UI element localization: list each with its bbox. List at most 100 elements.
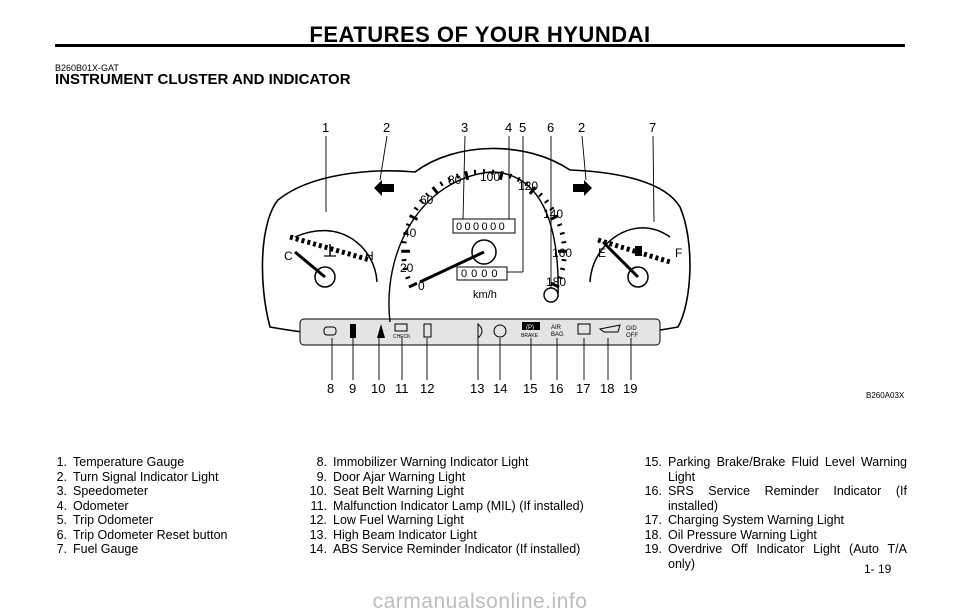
legend-item-text: Door Ajar Warning Light: [333, 469, 466, 484]
speed-label-160: 160: [552, 246, 572, 260]
section-title: INSTRUMENT CLUSTER AND INDICATOR: [55, 71, 351, 88]
speed-tick: [431, 186, 440, 195]
callout-12: 12: [420, 381, 434, 396]
speed-tick: [498, 170, 504, 181]
speed-label-20: 20: [400, 261, 414, 275]
legend-item-number: 11.: [310, 498, 327, 513]
callout-17: 17: [576, 381, 590, 396]
speed-label-40: 40: [403, 226, 417, 240]
legend-item-text: Speedometer: [73, 484, 149, 498]
legend-item: 3. Speedometer: [55, 484, 227, 499]
callout-3: 3: [461, 120, 468, 135]
legend-item-number: 3.: [56, 484, 67, 498]
legend-item: 19.Overdrive Off Indicator Light (Auto T…: [642, 542, 907, 571]
legend-item-text: Fuel Gauge: [73, 542, 139, 556]
parking-brake-icon: [522, 322, 540, 330]
legend-item: 18. Oil Pressure Warning Light: [642, 528, 907, 543]
legend-item: 16.SRS Service Reminder Indicator (If in…: [642, 484, 907, 513]
fuel-pump-icon: [635, 246, 642, 256]
od-label: O/D: [626, 326, 637, 332]
callout-9: 9: [349, 381, 356, 396]
legend-item-number: 15.: [644, 455, 662, 469]
instrument-cluster-figure: C H 0 20 40 60 80 100 120 140 160 180 00…: [261, 120, 691, 396]
legend-item-text: Oil Pressure Warning Light: [668, 527, 817, 542]
legend-item-number: 13.: [309, 527, 327, 542]
seat-belt-icon: [377, 324, 385, 338]
speed-tick: [528, 186, 537, 195]
legend-item-number: 5.: [56, 513, 67, 527]
speed-tick: [560, 267, 566, 271]
speed-tick: [418, 199, 424, 204]
speed-label-120: 120: [518, 179, 538, 193]
callout-2: 2: [383, 120, 390, 135]
legend-item-text: Odometer: [73, 498, 129, 513]
speed-tick: [455, 173, 460, 179]
bag-label: BAG: [551, 332, 564, 338]
callout-13: 13: [470, 381, 484, 396]
speed-label-100: 100: [480, 170, 500, 184]
odometer-value: 000000: [456, 221, 507, 233]
legend-item: 1.Temperature Gauge: [55, 455, 227, 470]
speed-tick: [561, 240, 567, 244]
callout-6: 6: [547, 120, 554, 135]
legend-item: 10.Seat Belt Warning Light: [303, 484, 584, 499]
speed-tick: [508, 173, 513, 179]
page-number: 1- 19: [864, 562, 892, 576]
legend-item: 6.Trip Odometer Reset button: [55, 527, 228, 543]
page-header-title: FEATURES OF YOUR HYUNDAI: [309, 22, 651, 47]
legend-item-text: Trip Odometer Reset button: [73, 527, 228, 542]
legend-item-number: 18.: [644, 527, 662, 542]
callout-14: 14: [493, 381, 507, 396]
legend-item-number: 7.: [56, 542, 67, 556]
legend-item: 5. Trip Odometer: [55, 513, 227, 528]
legend-item-number: 17.: [644, 513, 662, 527]
temp-hot-label: H: [365, 249, 374, 263]
legend-item-text: Immobilizer Warning Indicator Light: [333, 455, 529, 469]
speed-tick: [557, 223, 563, 227]
temp-cold-label: C: [284, 249, 293, 263]
legend-item-text: ABS Service Reminder Indicator (If insta…: [333, 542, 581, 556]
legend-item-text: Trip Odometer: [73, 513, 154, 527]
speed-tick: [439, 181, 444, 187]
legend-item: 2.Turn Signal Indicator Light: [55, 470, 227, 485]
legend-item-number: 19.: [644, 542, 662, 556]
legend-item: 9.Door Ajar Warning Light: [303, 470, 584, 485]
parking-brake-p-label: (P): [526, 325, 534, 331]
speed-tick: [402, 267, 408, 271]
legend-item-text: Low Fuel Warning Light: [333, 513, 464, 527]
trip-reset-button: [543, 287, 559, 303]
callout-11: 11: [395, 381, 409, 396]
speed-tick: [405, 275, 411, 280]
speed-tick: [473, 169, 477, 175]
check-label: CHECK: [393, 334, 411, 340]
callout-5: 5: [519, 120, 526, 135]
off-label: OFF: [626, 333, 638, 339]
speed-tick: [549, 206, 555, 211]
legend-item-text: Temperature Gauge: [73, 455, 185, 469]
speed-tick: [549, 214, 560, 221]
legend-column-2: 8.Immobilizer Warning Indicator Light 9.…: [303, 455, 584, 557]
callout-8: 8: [327, 381, 334, 396]
speedometer-tick-marks: [401, 169, 567, 289]
low-fuel-icon: [423, 323, 432, 338]
speed-unit: km/h: [473, 289, 497, 301]
speed-tick: [516, 176, 521, 183]
speed-tick: [408, 214, 419, 221]
legend-item-number: 4.: [56, 498, 67, 513]
legend-item: 7. Fuel Gauge: [55, 542, 227, 557]
section-code: B260B01X-GAT: [55, 63, 119, 73]
speed-tick: [491, 169, 495, 175]
speed-tick: [401, 240, 407, 244]
speed-tick: [559, 231, 565, 235]
callout-10: 10: [371, 381, 385, 396]
speed-tick: [405, 223, 411, 227]
callout-18: 18: [600, 381, 614, 396]
legend-item-text: Seat Belt Warning Light: [333, 484, 464, 498]
legend-item: 17.Charging System Warning Light: [642, 513, 907, 528]
right-turn-arrow-icon: [573, 180, 592, 196]
speed-label-0: 0: [418, 279, 425, 293]
speed-tick: [557, 275, 563, 280]
legend-item-number: 14.: [309, 542, 327, 556]
speed-tick: [538, 192, 543, 198]
legend-item-text: SRS Service Reminder Indicator (If insta…: [668, 484, 907, 513]
